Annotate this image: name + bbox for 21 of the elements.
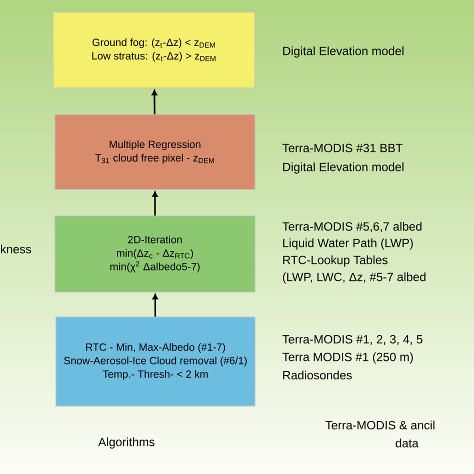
process-box: 2D-Iteration min(Δz$_{c}$ - Δz$_{RTC}$) min(χ$^{2}$ Δalbedo5-7) (54, 216, 256, 292)
arrow (152, 191, 158, 216)
data-source-label: Terra-MODIS #31 BBT (282, 144, 403, 152)
process-box: Ground fog: (z$_{t}$-Δz) < z$_{DEM}$ Low stratus: (z$_{t}$-Δz) > z$_{DEM}$ (52, 12, 256, 88)
data-source-label: Terra-MODIS #1, 2, 3, 4, 5 (282, 335, 422, 345)
process-box: RTC - Min, Max-Albedo (#1-7) Snow-Aerosol-Ice Cloud removal (#6/1) Temp.- Thresh- < 2 km (56, 316, 256, 406)
column-heading: Algorithms (98, 437, 154, 449)
data-source-label: Digital Elevation model (283, 162, 404, 174)
data-source-label: RTC-Lookup Tables (283, 255, 388, 267)
arrow (152, 294, 158, 317)
data-source-label: (LWP, LWC, Δz, #5-7 albed (282, 272, 426, 284)
data-source-label: Liquid Water Path (LWP) (283, 238, 413, 250)
data-source-label: Radiosondes (283, 370, 352, 380)
data-source-label: Terra MODIS #1 (250 m) (282, 352, 413, 364)
process-box: Multiple Regression T$_{31}$ cloud free pixel - z$_{DEM}$ (54, 114, 256, 190)
arrow (152, 90, 158, 114)
column-heading: data (396, 438, 419, 448)
data-source-label: kness (1, 244, 32, 254)
data-source-label: Terra-MODIS #5,6,7 albed (282, 222, 422, 232)
column-heading: Terra-MODIS & ancil (325, 420, 434, 430)
data-source-label: Digital Elevation model (283, 46, 404, 58)
